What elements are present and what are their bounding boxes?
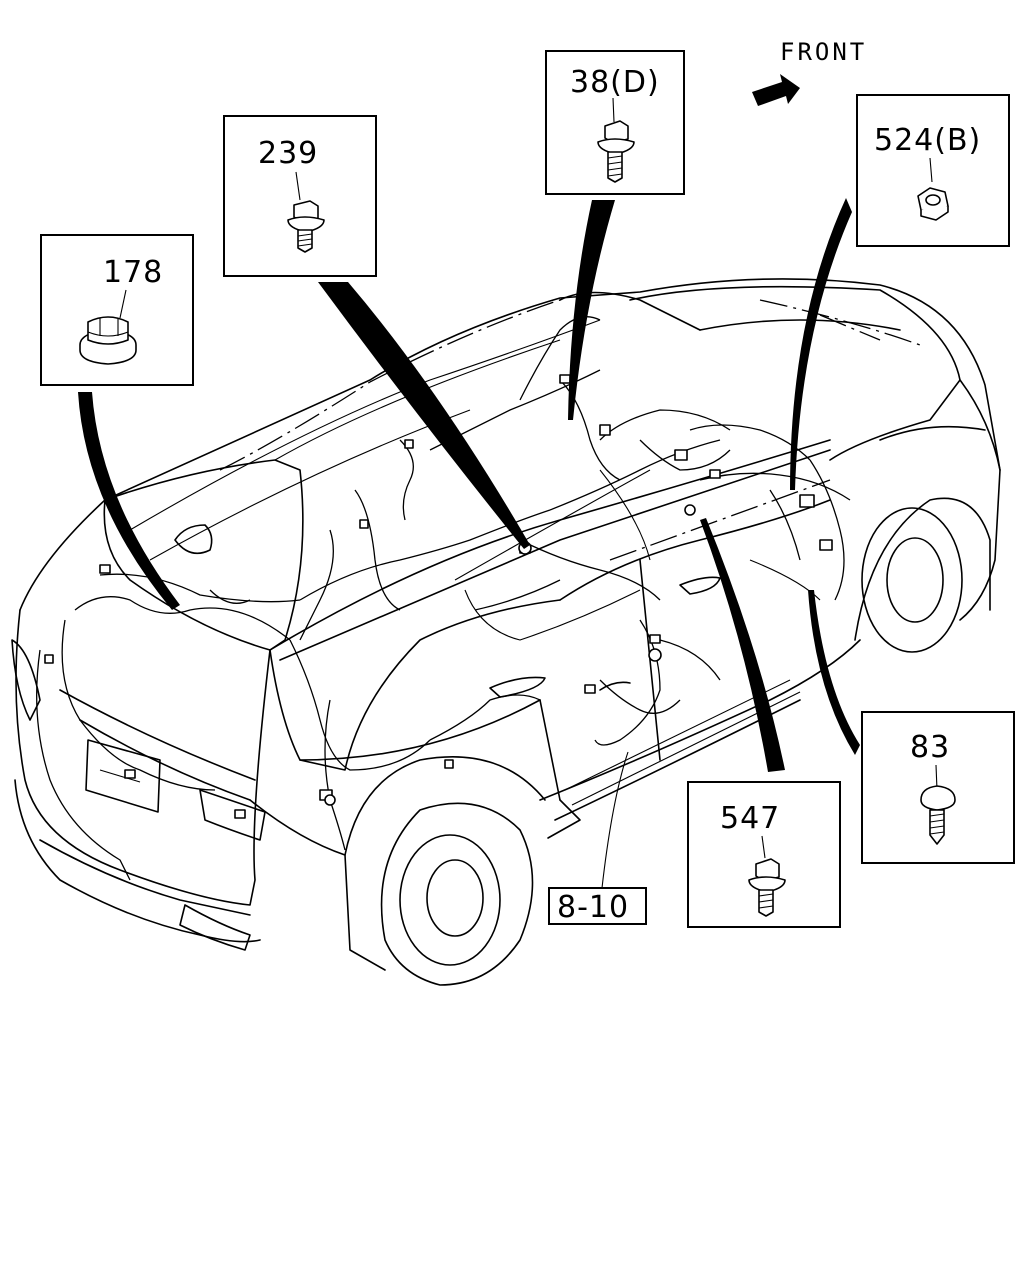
screw-icon <box>920 785 956 845</box>
flange-bolt-icon <box>287 200 325 253</box>
callout-178: 178 <box>40 234 194 386</box>
callout-524b: 524(B) <box>856 94 1010 247</box>
leader-83 <box>808 590 860 755</box>
leader-239 <box>318 282 530 549</box>
callout-label-524b: 524(B) <box>874 123 981 158</box>
leader-178 <box>78 392 180 610</box>
front-arrow-icon <box>752 74 800 106</box>
callout-box-8-10 <box>548 887 647 925</box>
callout-label-38d: 38(D) <box>570 65 660 100</box>
grommet-icon <box>79 316 137 365</box>
wiring-harness <box>36 316 851 881</box>
front-direction-indicator: FRONT <box>752 38 867 106</box>
callout-box-524b <box>856 94 1010 247</box>
leader-547 <box>700 518 785 772</box>
callout-83: 83 <box>861 711 1015 864</box>
callout-label-547: 547 <box>720 801 780 836</box>
leader-524b <box>790 198 852 490</box>
flange-bolt-icon <box>597 120 635 183</box>
callout-label-83: 83 <box>910 730 950 765</box>
hex-nut-icon <box>917 187 949 221</box>
flange-bolt-icon <box>748 858 786 917</box>
callout-38d: 38(D) <box>545 50 685 195</box>
callout-label-8-10: 8-10 <box>557 890 629 925</box>
front-label: FRONT <box>780 38 867 66</box>
leader-8-10 <box>601 751 629 889</box>
callout-547: 547 <box>687 781 841 928</box>
callout-label-178: 178 <box>103 255 163 290</box>
callout-8-10: 8-10 <box>548 887 647 925</box>
harness-connectors <box>44 374 833 819</box>
callout-label-239: 239 <box>258 136 318 171</box>
callout-239: 239 <box>223 115 377 277</box>
leader-lines <box>78 198 860 889</box>
leader-38d <box>568 200 615 420</box>
